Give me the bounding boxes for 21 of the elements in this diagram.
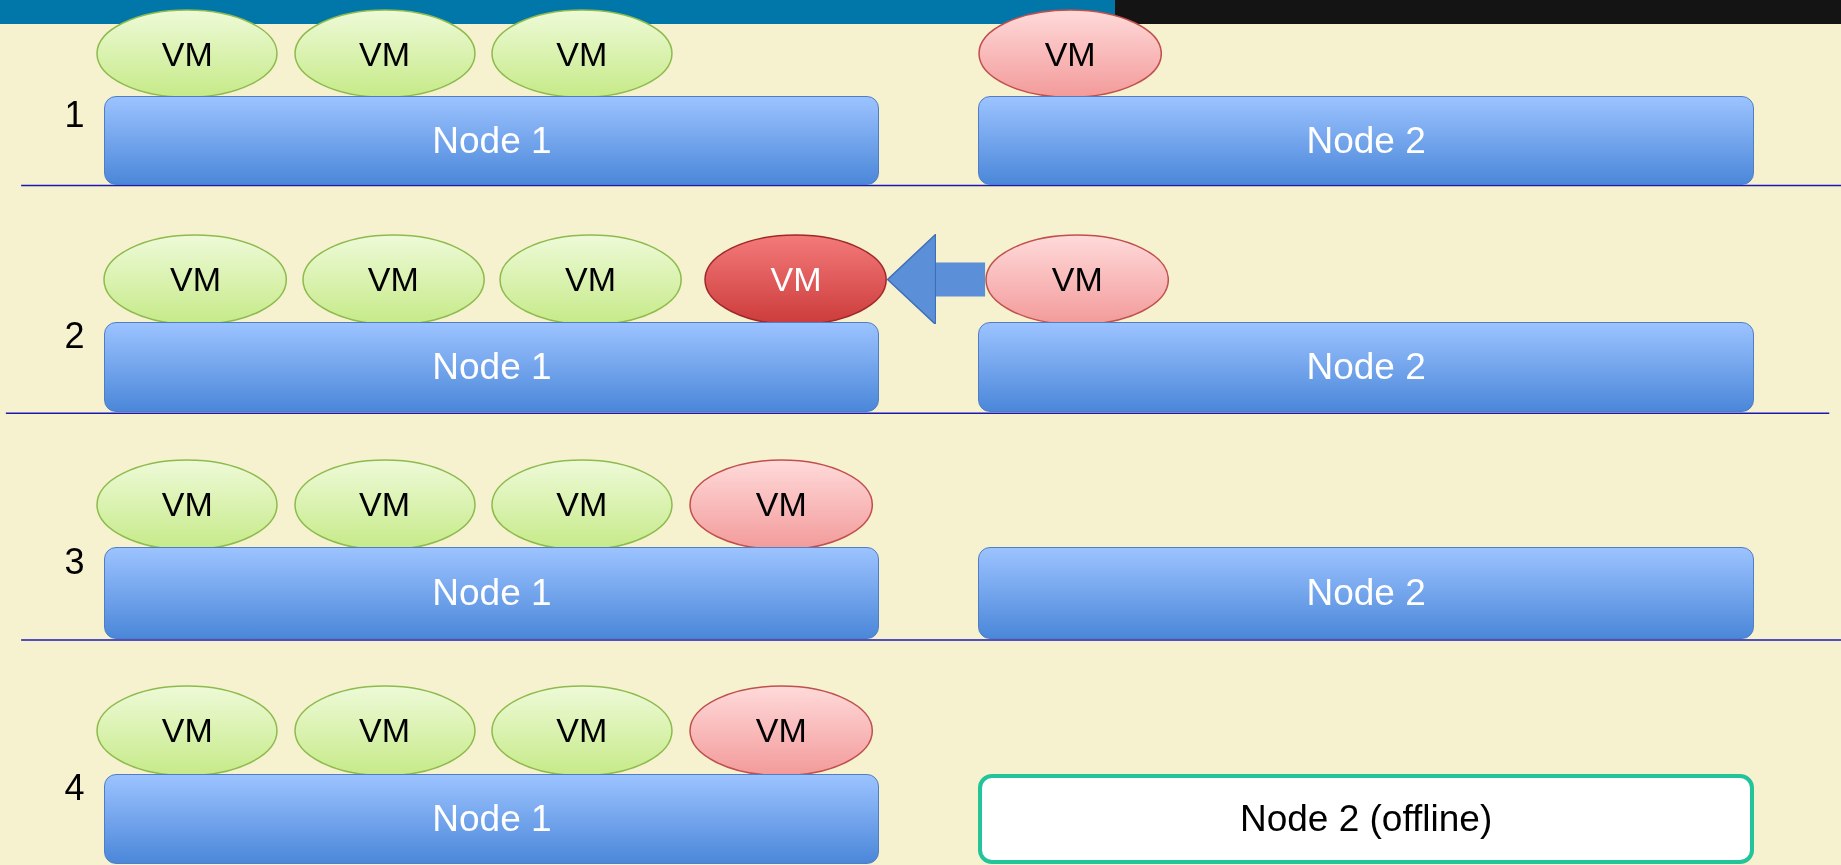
server-bar: Node 1 — [104, 547, 880, 639]
vm-ellipse: VM — [978, 9, 1163, 99]
vm-ellipse: VM — [490, 9, 673, 99]
vm-ellipse: VM — [96, 684, 279, 777]
server-bar: Node 2 — [978, 547, 1755, 639]
server-bar: Node 1 — [104, 96, 880, 186]
row-number: 1 — [64, 93, 85, 136]
server-bar: Node 2 — [978, 96, 1755, 186]
vm-ellipse: VM — [689, 684, 874, 777]
block-arrow — [886, 233, 986, 326]
server-bar: Node 1 — [104, 321, 880, 413]
server-bar: Node 1 — [104, 773, 880, 865]
vm-ellipse: VM — [293, 9, 476, 99]
vm-ellipse: VM — [96, 9, 279, 99]
row-number: 3 — [64, 541, 85, 584]
server-bar: Node 2 — [978, 321, 1755, 413]
row-number: 2 — [64, 314, 85, 357]
vm-ellipse: VM — [293, 684, 476, 777]
offline-server-box: Node 2 (offline) — [978, 773, 1755, 865]
vm-ellipse: VM — [490, 684, 673, 777]
row-number: 4 — [64, 766, 85, 809]
